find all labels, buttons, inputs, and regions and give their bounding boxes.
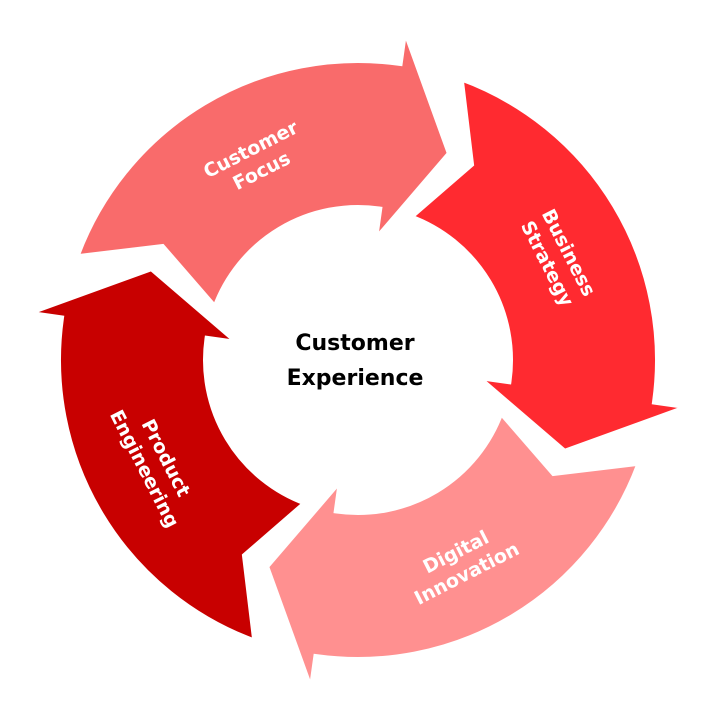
arrow-business-strategy: [404, 73, 691, 456]
center-label-line2: Experience: [287, 366, 424, 391]
arrow-product-engineering: [25, 264, 312, 647]
arrow-customer-focus: [71, 27, 454, 314]
arrow-digital-innovation: [262, 406, 645, 693]
center-label-line1: Customer: [295, 331, 414, 356]
